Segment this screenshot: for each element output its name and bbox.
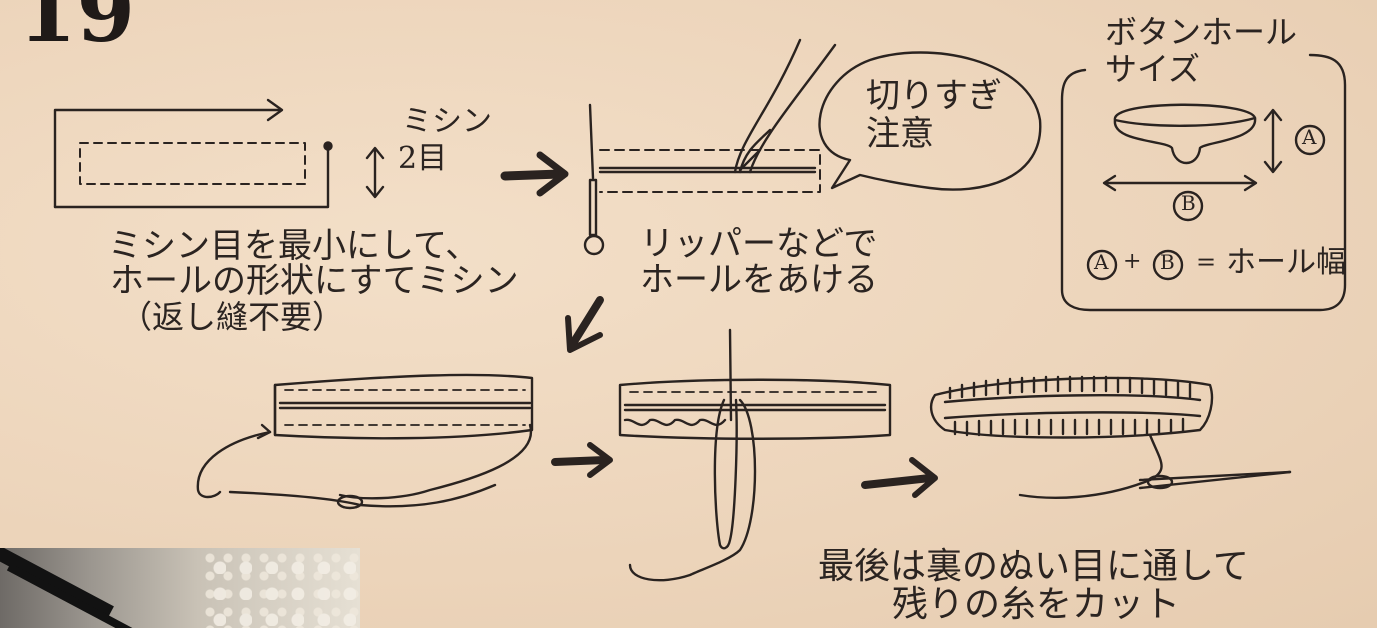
- ripper-instruction-line1: リッパーなどで: [640, 224, 878, 264]
- stitch-instruction-line3: （返し縫不要）: [120, 298, 345, 336]
- size-box-title-line2: サイズ: [1105, 50, 1201, 88]
- garment-photo: [0, 548, 360, 628]
- size-box-frame: [1060, 53, 1347, 312]
- caution-line2: 注意: [866, 114, 934, 154]
- stitch-instruction-line1: ミシン目を最小にして、: [108, 226, 480, 266]
- ripper-instruction-line2: ホールをあける: [640, 260, 878, 300]
- finish-line2: 残りの糸をカット: [892, 584, 1181, 625]
- caution-bubble: [818, 51, 1042, 191]
- formula-plus: +: [1123, 249, 1142, 274]
- formula-a-label: A: [1094, 250, 1109, 274]
- arrow-down-left-icon: [565, 296, 604, 353]
- marker-b-label: B: [1181, 191, 1196, 215]
- stitch-outline-diagram: [53, 98, 333, 209]
- arrow-right-icon-3: [861, 457, 938, 498]
- stitch-instruction-line2: ホールの形状にすてミシン: [110, 261, 519, 301]
- size-box-title-line1: ボタンホール: [1105, 13, 1298, 51]
- arrow-right-icon-2: [551, 442, 613, 478]
- formula-result: ホール幅: [1226, 245, 1346, 280]
- finish-line1: 最後は裏のぬい目に通して: [818, 546, 1249, 587]
- stitch-length-arrow: [365, 146, 385, 199]
- arrow-right-icon-1: [500, 151, 569, 197]
- ripper-diagram: [583, 38, 837, 256]
- caution-line1: 切りすぎ: [866, 76, 1002, 116]
- step-number: 19: [18, 0, 135, 61]
- stitch-length-label-2: 2目: [398, 141, 448, 176]
- stitch-length-label-1: ミシン: [402, 104, 492, 139]
- formula-b-label: B: [1160, 250, 1175, 274]
- thread-hole-diagram: [196, 373, 534, 510]
- finished-buttonhole-diagram: [929, 375, 1292, 499]
- marker-a-label: A: [1302, 125, 1317, 149]
- formula-equals: =: [1196, 248, 1217, 276]
- buttonhole-stitching-diagram: [618, 328, 892, 582]
